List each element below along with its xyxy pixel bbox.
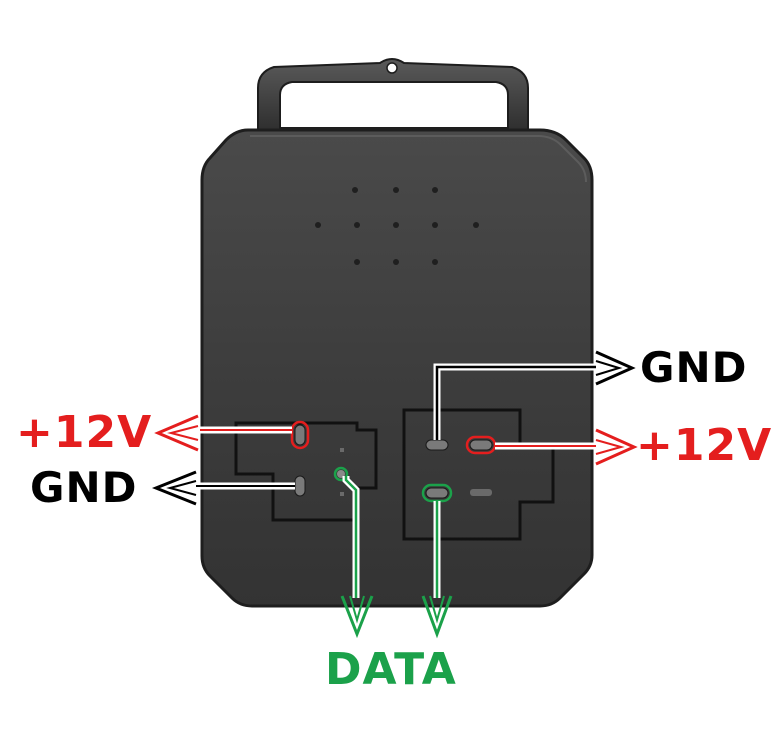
hanging-tab (257, 58, 529, 136)
label-right-power: +12V (636, 420, 773, 471)
label-left-power: +12V (16, 407, 153, 458)
wire-left-ground (151, 470, 295, 506)
label-left-ground: GND (30, 463, 138, 512)
wire-right-ground (433, 350, 636, 440)
wire-left-power (154, 414, 310, 452)
wire-left-data (333, 466, 374, 639)
label-data: DATA (325, 644, 457, 695)
wire-right-power (465, 428, 638, 466)
4-pin-socket-icon (402, 408, 555, 541)
wire-right-data (421, 483, 453, 639)
label-right-ground: GND (640, 343, 748, 392)
dot-grid-icon (315, 187, 479, 265)
